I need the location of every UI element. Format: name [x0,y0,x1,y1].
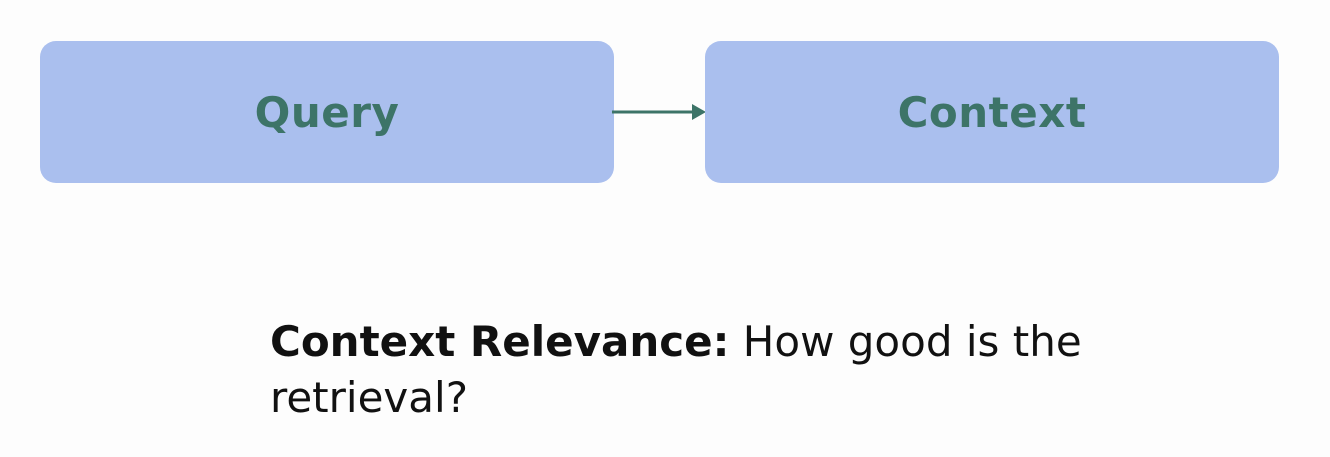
query-to-context-arrow [612,104,706,120]
caption-term: Context Relevance: [270,317,730,366]
arrow-head [692,104,706,120]
query-node-label: Query [254,87,400,137]
context-node-label: Context [897,87,1087,137]
query-node: Query [40,41,614,183]
context-node: Context [705,41,1279,183]
caption-text: How good is the retrieval? [270,317,1082,422]
caption: Context Relevance: How good is the retri… [270,314,1090,426]
